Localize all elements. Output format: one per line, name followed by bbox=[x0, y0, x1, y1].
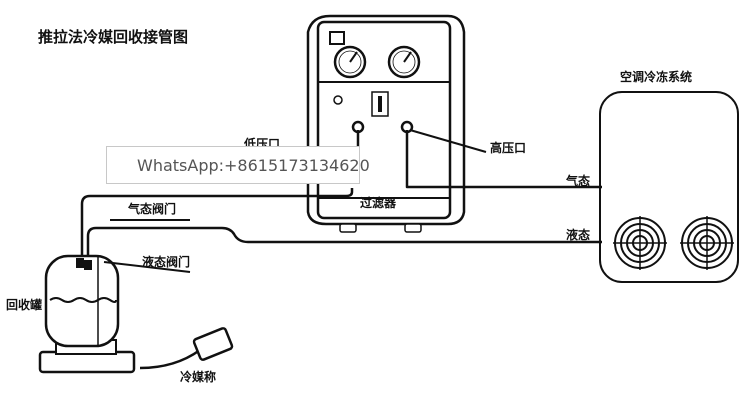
high-pressure-gauge bbox=[387, 45, 421, 79]
ac-system-label: 空调冷冻系统 bbox=[620, 69, 692, 84]
hose-liquid bbox=[86, 226, 602, 255]
hoses bbox=[80, 130, 602, 370]
liquid-valve-label: 液态阀门 bbox=[142, 254, 190, 269]
center-valve-icon bbox=[371, 91, 389, 117]
fan-icon bbox=[613, 216, 667, 270]
low-pressure-gauge bbox=[333, 45, 367, 79]
display-icon bbox=[329, 31, 345, 45]
fan-icon bbox=[680, 216, 734, 270]
refrigerant-scale-label: 冷媒称 bbox=[180, 369, 216, 384]
liquid-state-label: 液态 bbox=[566, 227, 590, 242]
recovery-tank-label: 回收罐 bbox=[6, 297, 42, 312]
ac-system-unit bbox=[599, 91, 739, 283]
gas-state-label: 气态 bbox=[565, 173, 590, 188]
knob-icon bbox=[333, 95, 343, 105]
whatsapp-contact-overlay: WhatsApp:+8615173134620 bbox=[106, 146, 370, 184]
scale-cable bbox=[139, 348, 201, 370]
diagram-title: 推拉法冷媒回收接管图 bbox=[38, 28, 188, 46]
callout-lines bbox=[103, 129, 487, 273]
filter-label: 过滤器 bbox=[360, 195, 397, 210]
whatsapp-contact-text: WhatsApp:+8615173134620 bbox=[137, 155, 370, 175]
gas-valve-label: 气态阀门 bbox=[127, 201, 176, 216]
refrigerant-scale bbox=[192, 327, 234, 361]
recovery-tank bbox=[38, 254, 136, 374]
high-port-label: 高压口 bbox=[490, 140, 526, 155]
hose-gas bbox=[405, 130, 602, 189]
hose-low bbox=[80, 130, 360, 256]
